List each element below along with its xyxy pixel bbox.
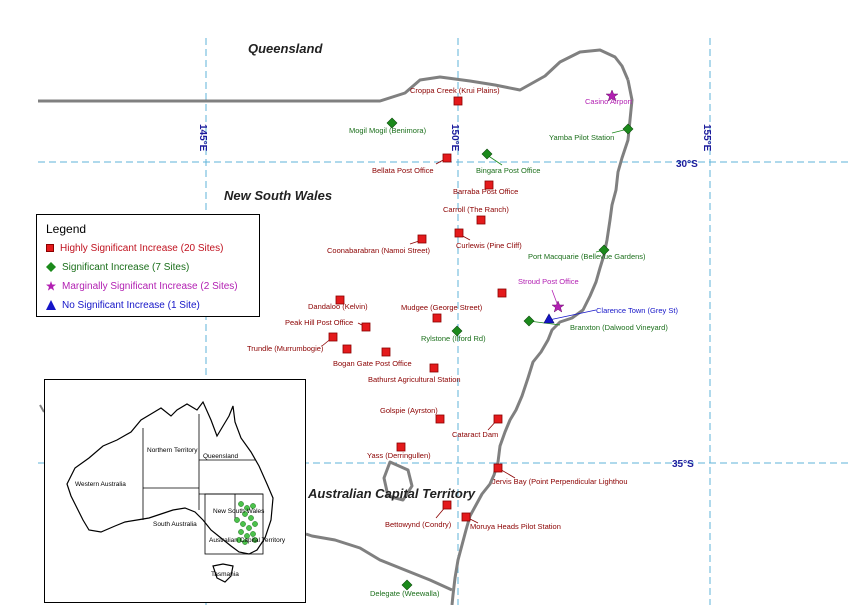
site-marker-stroud	[551, 300, 565, 313]
region-label-nsw: New South Wales	[224, 188, 332, 203]
legend-item-highly-significant: Highly Significant Increase (20 Sites)	[46, 241, 223, 255]
label-cataract: Cataract Dam	[452, 430, 498, 439]
inset-label-sa: South Australia	[153, 521, 197, 528]
label-jervis-bay: Jervis Bay (Point Perpendicular Lighthou	[492, 477, 628, 486]
australia-outline: Northern Territory Western Australia Que…	[66, 400, 286, 583]
label-delegate: Delegate (Weewalla)	[370, 589, 440, 598]
qld-nsw-border	[38, 48, 630, 103]
site-marker-clarence-town	[543, 313, 555, 324]
site-marker-bathurst	[429, 363, 439, 373]
australia-inset-map: Northern Territory Western Australia Que…	[44, 379, 306, 603]
grid-label-155: 155°E	[701, 124, 712, 152]
site-marker-mogil-mogil	[386, 117, 398, 129]
label-peak-hill: Peak Hill Post Office	[285, 318, 353, 327]
australia-mainland	[66, 400, 274, 555]
label-bettowynd: Bettowynd (Condry)	[385, 520, 452, 529]
label-coonabarabran: Coonabarabran (Namoi Street)	[327, 246, 430, 255]
label-yamba: Yamba Pilot Station	[549, 133, 614, 142]
label-golspie: Golspie (Ayrston)	[380, 406, 438, 415]
significant-sites	[386, 117, 634, 591]
label-port-macquarie: Port Macquarie (Bellevue Gardens)	[528, 252, 646, 261]
region-label-queensland: Queensland	[248, 41, 323, 56]
region-label-act: Australian Capital Territory	[307, 486, 476, 501]
site-marker-golspie	[435, 414, 445, 424]
label-croppa-creek: Croppa Creek (Krui Plains)	[410, 86, 500, 95]
site-marker-coonabarabran	[417, 234, 427, 244]
site-marker-bettowynd	[442, 500, 452, 510]
label-moruya: Moruya Heads Pilot Station	[470, 522, 561, 531]
label-barraba: Barraba Post Office	[453, 187, 518, 196]
purple-star-icon	[46, 281, 56, 291]
legend: Legend Highly Significant Increase (20 S…	[36, 214, 260, 317]
site-marker-curlewis	[454, 228, 464, 238]
site-marker-bellata	[442, 153, 452, 163]
label-casino-airport: Casino Airport	[585, 97, 633, 106]
blue-triangle-icon	[46, 300, 56, 310]
site-marker-casino-airport	[605, 89, 619, 102]
site-marker-yass	[396, 442, 406, 452]
site-marker-mudgee	[432, 313, 442, 323]
act-border	[382, 460, 414, 502]
label-curlewis: Curlewis (Pine Cliff)	[456, 241, 522, 250]
site-marker-dandaloo	[335, 295, 345, 305]
site-marker-port-macquarie	[598, 244, 610, 256]
grid-label-150: 150°E	[449, 124, 460, 152]
inset-label-wa: Western Australia	[75, 481, 126, 488]
legend-title: Legend	[46, 222, 87, 236]
site-marker-yamba	[622, 123, 634, 135]
grid-label-30s: 30°S	[676, 159, 698, 170]
site-marker-unlabeled-1	[497, 288, 507, 298]
study-area-frame	[204, 493, 264, 555]
site-marker-bogan-gate-2	[381, 347, 391, 357]
state-borders	[38, 48, 634, 605]
site-marker-moruya	[461, 512, 471, 522]
label-mogil-mogil: Mogil Mogil (Benimora)	[349, 126, 427, 135]
site-marker-croppa-creek	[453, 96, 463, 106]
coastline	[450, 79, 634, 605]
label-yass: Yass (Derringullen)	[367, 451, 431, 460]
vic-nsw-border	[305, 532, 453, 592]
label-clarence-town: Clarence Town (Grey St)	[596, 306, 678, 315]
site-marker-bingara	[481, 148, 493, 160]
legend-item-no-significant: No Significant Increase (1 Site)	[46, 298, 200, 312]
inset-label-nt: Northern Territory	[147, 447, 198, 454]
site-marker-trundle	[328, 332, 338, 342]
site-marker-peak-hill	[361, 322, 371, 332]
site-marker-barraba	[484, 180, 494, 190]
inset-label-act: Australian Capital Territory	[209, 537, 286, 544]
site-marker-carroll	[476, 215, 486, 225]
tasmania	[212, 563, 234, 583]
label-dandaloo: Dandaloo (Kelvin)	[308, 302, 368, 311]
site-marker-rylstone	[451, 325, 463, 337]
grid-label-145: 145°E	[197, 124, 208, 152]
inset-label-tas: Tasmania	[211, 571, 239, 578]
label-stroud: Stroud Post Office	[518, 277, 579, 286]
inset-label-nsw: New South Wales	[213, 508, 265, 515]
label-mudgee: Mudgee (George Street)	[401, 303, 483, 312]
legend-item-marginal: Marginally Significant Increase (2 Sites…	[46, 279, 238, 293]
label-bellata: Bellata Post Office	[372, 166, 434, 175]
label-bingara: Bingara Post Office	[476, 166, 540, 175]
site-marker-branxton	[523, 315, 535, 327]
green-diamond-icon	[46, 262, 56, 272]
label-bathurst: Bathurst Agricultural Station	[368, 375, 461, 384]
label-bogan-gate: Bogan Gate Post Office	[333, 359, 412, 368]
label-branxton: Branxton (Dalwood Vineyard)	[570, 323, 668, 332]
label-rylstone: Rylstone (Ilford Rd)	[421, 334, 486, 343]
label-carroll: Carroll (The Ranch)	[443, 205, 509, 214]
site-marker-jervis-bay	[493, 463, 503, 473]
legend-item-significant: Significant Increase (7 Sites)	[46, 260, 189, 274]
site-marker-bogan-gate-1	[342, 344, 352, 354]
inset-label-qld: Queensland	[203, 453, 238, 460]
site-marker-cataract	[493, 414, 503, 424]
grid-label-35s: 35°S	[672, 459, 694, 470]
marginal-sites	[551, 89, 619, 313]
label-trundle: Trundle (Murrumbogie)	[247, 344, 324, 353]
site-marker-delegate	[401, 579, 413, 591]
red-square-icon	[46, 244, 54, 252]
highly-significant-sites	[328, 96, 507, 522]
